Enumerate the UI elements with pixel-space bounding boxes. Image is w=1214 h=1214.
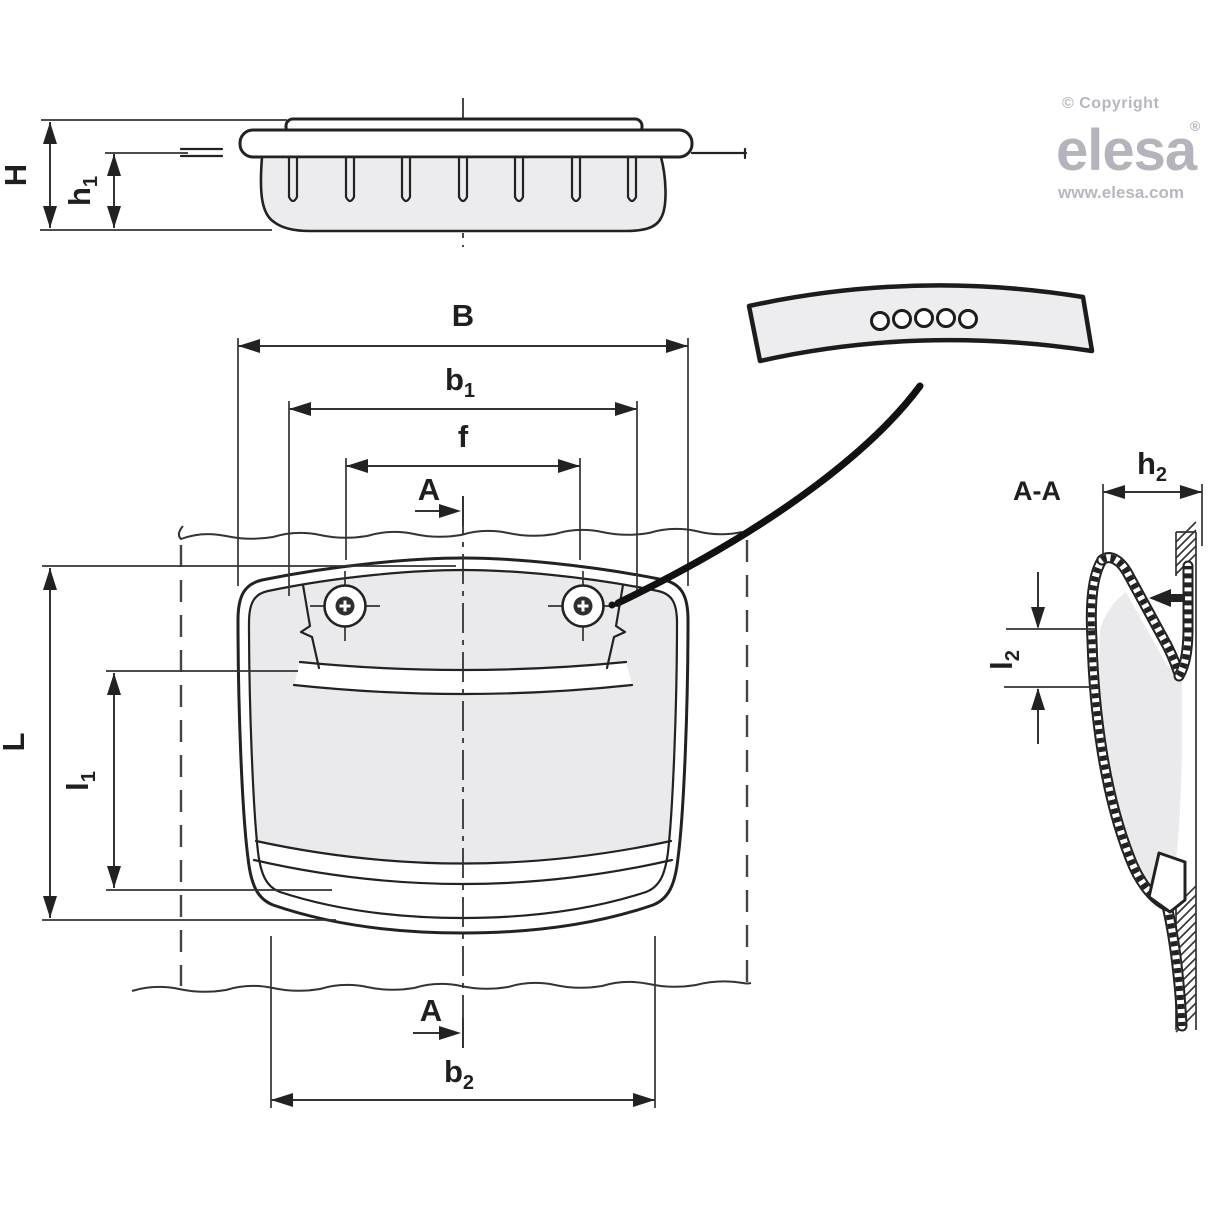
clip-strip-holes (870, 308, 978, 331)
panel-edge-right (690, 147, 748, 160)
dim-h2: h2 (1102, 446, 1203, 556)
section-front-wall (1087, 558, 1169, 910)
handle-inner-outline (247, 568, 679, 920)
panel-break-line-bottom (131, 980, 752, 993)
section-title: A-A (1013, 476, 1061, 506)
leader-endpoint-dot (608, 601, 616, 609)
dim-label-B: B (452, 298, 474, 333)
side-view: H h1 (0, 98, 748, 247)
mount-direction-arrow (1149, 589, 1185, 607)
recess-slant-left (299, 583, 321, 670)
dim-f: f (345, 419, 581, 560)
dim-L: L (0, 565, 456, 921)
dim-label-l1: l1 (60, 771, 100, 791)
handle-section-profile (1085, 552, 1194, 1032)
section-view: A-A (984, 446, 1203, 1033)
registered-mark: ® (1190, 118, 1201, 134)
handle-tray-profile (259, 155, 667, 233)
detail-view (608, 283, 1095, 609)
screw-right (548, 571, 618, 641)
dim-b2: b2 (270, 936, 656, 1108)
copyright-text: © Copyright (1062, 95, 1159, 112)
panel-break-line-top (177, 525, 743, 541)
section-line-A-bottom: A (413, 993, 464, 1048)
dim-label-h2: h2 (1137, 446, 1167, 486)
elesa-logo: elesa (1056, 118, 1198, 183)
detail-leader-line (614, 382, 924, 607)
section-bottom-tail (1163, 905, 1186, 1027)
website-text: www.elesa.com (1057, 183, 1184, 202)
cavity-bottom-arc-2 (252, 858, 674, 886)
dim-l1: l1 (60, 670, 332, 891)
dim-l2: l2 (984, 572, 1097, 744)
dim-label-f: f (458, 419, 469, 454)
section-label-A-top: A (418, 472, 440, 507)
dim-label-l2: l2 (984, 650, 1024, 670)
tray-ribs (287, 156, 638, 203)
dim-H: H (0, 119, 287, 231)
snap-hook (1147, 851, 1187, 914)
section-interior-fill (1099, 592, 1182, 904)
dim-label-b1: b1 (445, 362, 475, 402)
section-line-A-top: A (415, 472, 464, 526)
front-view: B b1 f A A (0, 298, 752, 1108)
dim-label-H: H (0, 164, 33, 186)
dim-label-h1: h1 (62, 176, 102, 206)
section-back-edge (1175, 566, 1192, 678)
panel-edge-left (179, 147, 224, 158)
brand-logo: © Copyright elesa ® www.elesa.com (1056, 95, 1201, 202)
dim-B: B (237, 298, 689, 586)
screw-left (310, 571, 380, 641)
recess-slant-right (605, 583, 627, 670)
dim-b1: b1 (288, 362, 638, 596)
dim-label-b2: b2 (444, 1054, 474, 1094)
handle-flange-profile (238, 128, 694, 159)
dim-label-L: L (0, 733, 31, 752)
dim-h1: h1 (62, 152, 188, 228)
section-label-A-bottom: A (420, 993, 442, 1028)
